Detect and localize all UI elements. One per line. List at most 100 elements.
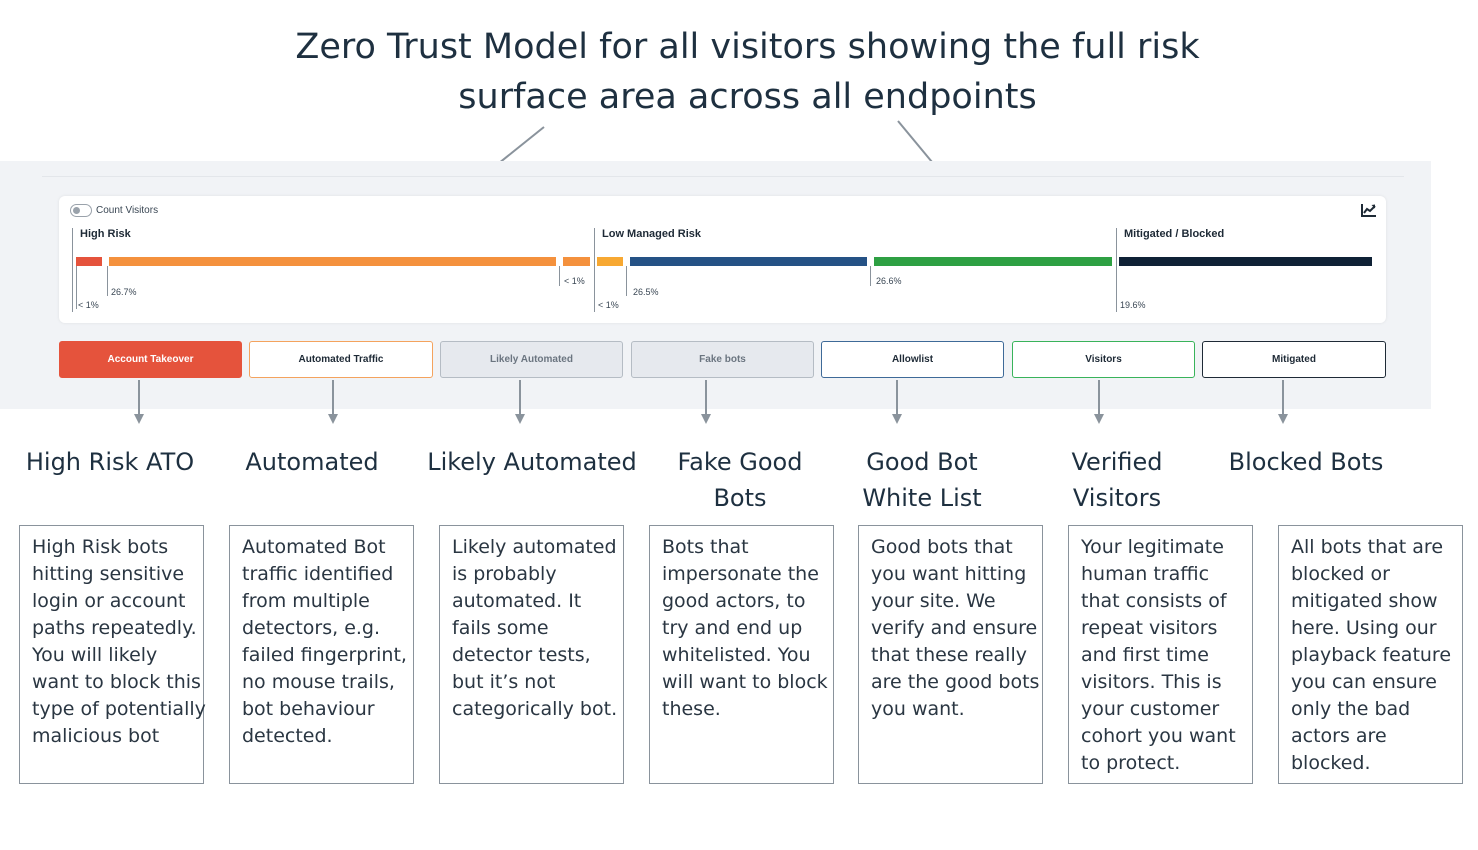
description-line: mitigated show xyxy=(1291,590,1438,612)
description-line: Your legitimate xyxy=(1081,536,1224,558)
down-arrow-icon xyxy=(134,380,144,424)
description-box-high-risk-ato: High Risk bots hitting sensitive login or … xyxy=(19,525,206,784)
likely-automated-button[interactable]: Likely Automated xyxy=(440,341,623,378)
tick-line xyxy=(559,266,560,286)
fake-bots-button[interactable]: Fake bots xyxy=(631,341,814,378)
description-line: You will likely xyxy=(32,644,158,666)
description-line: only the bad xyxy=(1291,698,1411,720)
description-line: Bots that xyxy=(662,536,749,558)
description-line: Good bots that xyxy=(871,536,1013,558)
description-line: from multiple xyxy=(242,590,370,612)
pct-label-allowlist: 26.5% xyxy=(633,287,659,297)
section-title-high-risk: High Risk xyxy=(80,228,131,240)
description-line: is probably xyxy=(452,563,557,585)
description-line: impersonate the xyxy=(662,563,819,585)
allowlist-button[interactable]: Allowlist xyxy=(821,341,1004,378)
description-line: login or account xyxy=(32,590,186,612)
trend-chart-icon[interactable] xyxy=(1361,203,1377,217)
bar-segment-account-takeover[interactable] xyxy=(76,257,102,266)
description-line: All bots that are xyxy=(1291,536,1444,558)
description-line: try and end up xyxy=(662,617,803,639)
description-line: Likely automated xyxy=(452,536,617,558)
section-title-mitigated-blocked: Mitigated / Blocked xyxy=(1124,228,1225,240)
description-line: automated. It xyxy=(452,590,582,612)
tick-line xyxy=(76,266,77,309)
description-line: repeat visitors xyxy=(1081,617,1218,639)
down-arrow-icon xyxy=(515,380,525,424)
column-title-automated: Automated xyxy=(245,448,379,476)
description-box-verified-visitors: Your legitimate human traffic that consist… xyxy=(1068,525,1253,784)
section-divider-low-managed-risk xyxy=(594,228,595,312)
description-line: detectors, e.g. xyxy=(242,617,381,639)
description-line: and first time xyxy=(1081,644,1209,666)
description-line: actors are xyxy=(1291,725,1387,747)
description-line: blocked or xyxy=(1291,563,1390,585)
description-line: malicious bot xyxy=(32,725,160,747)
down-arrow-icon xyxy=(701,380,711,424)
description-line: paths repeatedly. xyxy=(32,617,197,639)
mitigated-button[interactable]: Mitigated xyxy=(1202,341,1386,378)
visitors-button[interactable]: Visitors xyxy=(1012,341,1195,378)
description-line: but it’s not xyxy=(452,671,556,693)
description-line: High Risk bots xyxy=(32,536,169,558)
description-line: hitting sensitive xyxy=(32,563,185,585)
bar-segment-mitigated[interactable] xyxy=(1119,257,1372,266)
description-line: are the good bots xyxy=(871,671,1040,693)
description-line: bot behaviour xyxy=(242,698,375,720)
description-line: visitors. This is xyxy=(1081,671,1222,693)
description-line: you want. xyxy=(871,698,965,720)
toggle-knob xyxy=(73,207,80,214)
description-line: detected. xyxy=(242,725,333,747)
pct-label-mitigated: 19.6% xyxy=(1120,300,1146,310)
bar-segment-visitors[interactable] xyxy=(874,257,1112,266)
pct-label-fake-bots: < 1% xyxy=(598,300,619,310)
bar-segment-automated-traffic[interactable] xyxy=(109,257,556,266)
bar-segment-fake-bots[interactable] xyxy=(597,257,623,266)
description-box-blocked-bots: All bots that are blocked or mitigated sho… xyxy=(1278,525,1463,784)
section-divider-high-risk xyxy=(72,228,73,312)
description-line: here. Using our xyxy=(1291,617,1437,639)
pct-label-account-takeover: < 1% xyxy=(78,300,99,310)
column-title-likely-automated: Likely Automated xyxy=(427,448,637,476)
pct-label-likely-automated: < 1% xyxy=(564,276,585,286)
description-box-likely-automated: Likely automated is probably automated. It… xyxy=(439,525,624,784)
down-arrow-icon xyxy=(1094,380,1104,424)
description-line: will want to block xyxy=(662,671,828,693)
description-line: good actors, to xyxy=(662,590,806,612)
column-title-high-risk-ato: High Risk ATO xyxy=(25,448,195,476)
count-visitors-toggle[interactable] xyxy=(70,204,92,217)
tick-line xyxy=(107,266,108,296)
description-line: cohort you want xyxy=(1081,725,1236,747)
description-line: these. xyxy=(662,698,721,720)
description-line: verify and ensure xyxy=(871,617,1038,639)
bar-segment-allowlist[interactable] xyxy=(630,257,867,266)
description-line: that these really xyxy=(871,644,1027,666)
description-line: failed fingerprint, xyxy=(242,644,407,666)
description-line: type of potentially xyxy=(32,698,206,720)
description-line: your site. We xyxy=(871,590,996,612)
description-line: that consists of xyxy=(1081,590,1227,612)
heading-line-1: Zero Trust Model for all visitors showin… xyxy=(295,27,1200,67)
pct-label-automated-traffic: 26.7% xyxy=(111,287,137,297)
description-line: traffic identified xyxy=(242,563,394,585)
description-line: to protect. xyxy=(1081,752,1181,774)
description-line: your customer xyxy=(1081,698,1220,720)
page-heading: Zero Trust Model for all visitors showin… xyxy=(250,22,1245,122)
description-line: playback feature xyxy=(1291,644,1452,666)
risk-distribution-card: Count Visitors High Risk Low Managed Ris… xyxy=(59,196,1386,323)
description-line: fails some xyxy=(452,617,549,639)
section-title-low-managed-risk: Low Managed Risk xyxy=(602,228,702,240)
description-line: whitelisted. You xyxy=(662,644,811,666)
automated-traffic-button[interactable]: Automated Traffic xyxy=(249,341,433,378)
column-title-blocked-bots: Blocked Bots xyxy=(1228,448,1384,476)
bar-segment-likely-automated[interactable] xyxy=(563,257,590,266)
section-divider-mitigated xyxy=(1116,228,1117,312)
description-line: you can ensure xyxy=(1291,671,1437,693)
description-line: human traffic xyxy=(1081,563,1210,585)
description-line: you want hitting xyxy=(871,563,1027,585)
column-title-good-bot-white-list: Good Bot White List xyxy=(862,448,982,512)
account-takeover-button[interactable]: Account Takeover xyxy=(59,341,242,378)
column-title-verified-visitors: Verified Visitors xyxy=(1071,448,1163,512)
description-line: no mouse trails, xyxy=(242,671,395,693)
